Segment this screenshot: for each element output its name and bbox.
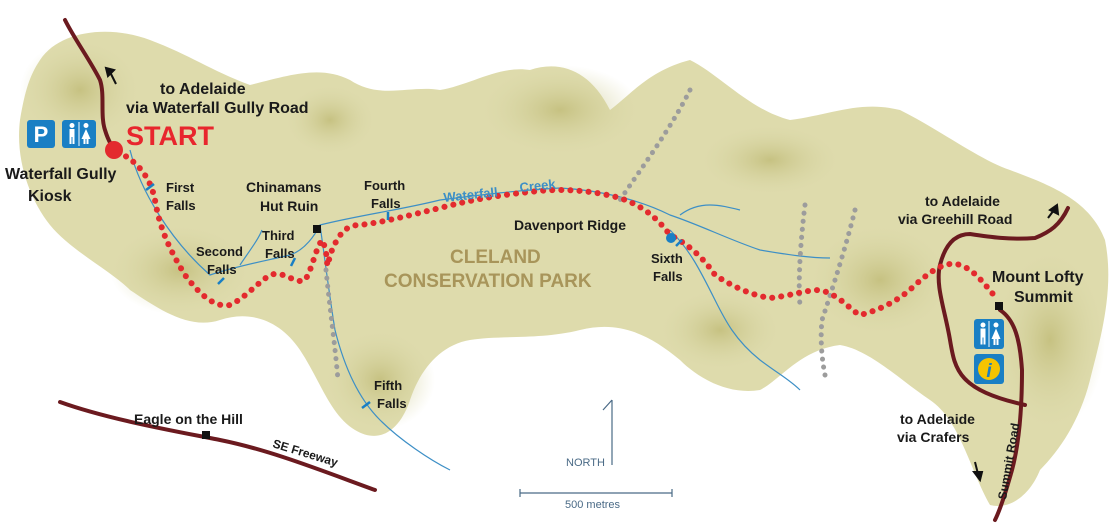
park-name-line-2: CONSERVATION PARK (384, 271, 592, 292)
fifth-falls-label-1: Fifth (374, 378, 402, 393)
roads (58, 18, 1070, 522)
second-falls-label-1: Second (196, 244, 243, 259)
davenport-ridge-label: Davenport Ridge (514, 217, 626, 233)
chinamans-hut-label-2: Hut Ruin (260, 198, 318, 214)
sixth-falls-dot (666, 233, 676, 243)
scale-bar (519, 489, 673, 497)
greenhill-label-1: to Adelaide (925, 193, 1000, 209)
chinamans-hut-marker (313, 225, 321, 233)
chinamans-hut-label-1: Chinamans (246, 179, 322, 195)
direction-arrows (104, 66, 1060, 483)
se-freeway (58, 400, 377, 492)
start-label: START (126, 121, 214, 151)
waterfall-creek-label-1: Waterfall (443, 184, 499, 205)
first-falls-label-1: First (166, 180, 195, 195)
fourth-falls-label-1: Fourth (364, 178, 405, 193)
third-falls-label-1: Third (262, 228, 295, 243)
mount-lofty-marker (995, 302, 1003, 310)
north-arrow (602, 399, 613, 465)
mount-lofty-label-1: Mount Lofty (992, 269, 1084, 286)
summit-road (993, 308, 1025, 522)
first-falls-label-2: Falls (166, 198, 196, 213)
to-adelaide-top-label-1: to Adelaide (160, 81, 246, 98)
waterfall-creek-label-2: Creek (519, 176, 557, 195)
kiosk-label-2: Kiosk (28, 188, 72, 205)
start-marker (105, 141, 123, 159)
kiosk-label-1: Waterfall Gully (5, 166, 117, 183)
summit-toilets-icon (974, 319, 1004, 349)
eagle-on-the-hill-marker (202, 431, 210, 439)
toilets-icon (62, 120, 96, 148)
svg-text:P: P (34, 122, 49, 147)
eagle-on-the-hill-label: Eagle on the Hill (134, 411, 243, 427)
walking-trail (115, 149, 1001, 319)
mount-lofty-label-2: Summit (1014, 289, 1073, 306)
north-label: NORTH (566, 457, 605, 469)
greenhill-label-2: via Greehill Road (898, 211, 1012, 227)
second-falls-label-2: Falls (207, 262, 237, 277)
crafers-label-2: via Crafers (897, 429, 970, 445)
scale-label: 500 metres (565, 499, 621, 511)
to-adelaide-top-label-2: via Waterfall Gully Road (126, 100, 309, 117)
sixth-falls-label-2: Falls (653, 269, 683, 284)
greenhill-road (936, 206, 1070, 407)
fire-tracks (323, 87, 858, 383)
fourth-falls-label-2: Falls (371, 196, 401, 211)
parking-icon: P (27, 120, 55, 148)
svg-text:i: i (986, 361, 992, 382)
third-falls-label-2: Falls (265, 246, 295, 261)
falls-markers (145, 183, 683, 409)
crafers-label-1: to Adelaide (900, 411, 975, 427)
info-icon: i (974, 354, 1004, 384)
fifth-falls-label-2: Falls (377, 396, 407, 411)
park-name-line-1: CLELAND (450, 247, 541, 268)
sixth-falls-label-1: Sixth (651, 251, 683, 266)
